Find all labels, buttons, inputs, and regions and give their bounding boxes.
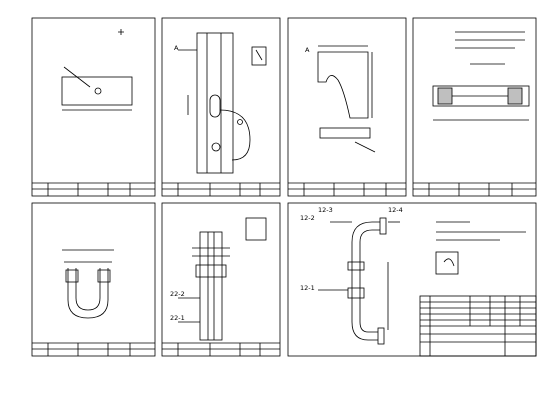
sheet-3: [287, 17, 407, 197]
sheet-7: [287, 202, 537, 357]
bolt-hole: [94, 87, 102, 95]
callout-12-1: 12-1: [300, 284, 315, 292]
callout-22-2: 22-2: [170, 290, 185, 298]
callout-12-4: 12-4: [388, 206, 403, 214]
section-label-a-3: A: [305, 46, 310, 54]
callout-12-2: 12-2: [300, 214, 315, 222]
sheet-4: [412, 17, 537, 197]
sheet-1: [31, 17, 156, 197]
sheet-2: [161, 17, 281, 197]
slot-opening: [209, 94, 221, 118]
section-label-a: A: [174, 44, 179, 52]
pipe-spool: [351, 221, 380, 341]
u-bolt: [67, 268, 109, 319]
sheet-6: [161, 202, 281, 357]
bracket-profile: [317, 51, 369, 119]
clamp-section: [432, 85, 530, 107]
callout-22-1: 22-1: [170, 314, 185, 322]
plate-outline: [61, 76, 133, 106]
callout-12-3: 12-3: [318, 206, 333, 214]
sheet-5: [31, 202, 156, 357]
column-elevation: [196, 32, 234, 174]
pipe-column: [199, 231, 223, 341]
